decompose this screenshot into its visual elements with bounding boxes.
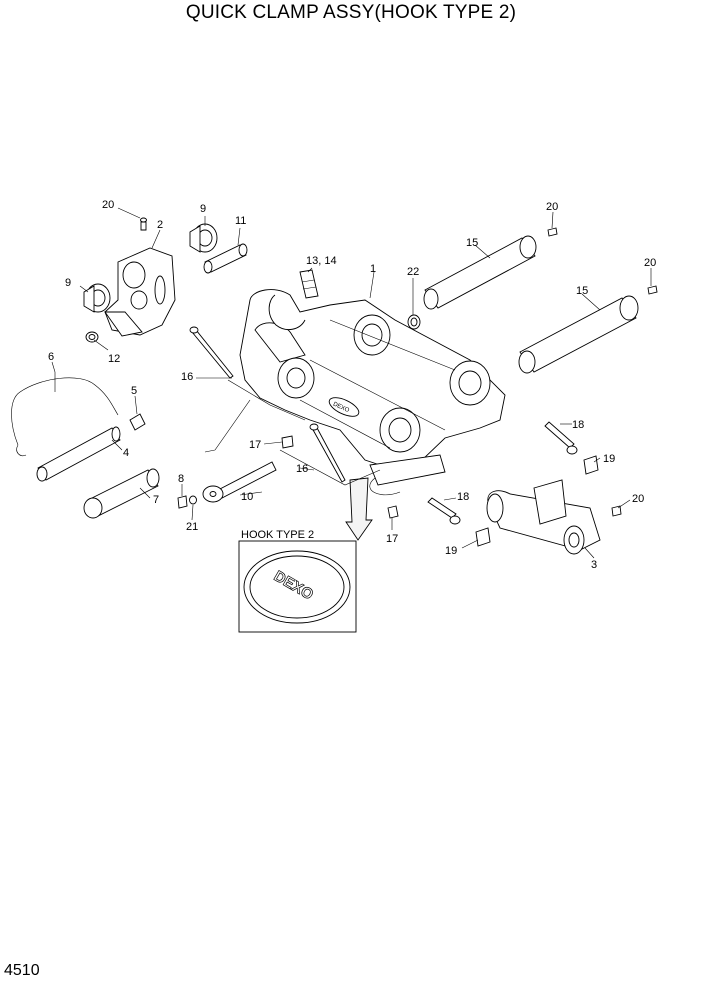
ring-part-22	[407, 314, 421, 330]
bushing-part-9-upper	[189, 223, 218, 253]
callout-4: 4	[123, 447, 129, 459]
sleeve-part-17-lower	[387, 505, 399, 519]
grease-nipple-part-20-upper-pin	[547, 227, 558, 237]
pin-part-15-upper	[423, 235, 537, 310]
callout-16-lower: 16	[296, 463, 308, 475]
ring-part-12	[85, 331, 99, 343]
callout-22: 22	[407, 266, 419, 278]
callout-1: 1	[370, 263, 376, 275]
callout-20-upper-pin: 20	[546, 201, 558, 213]
washer-part-21	[189, 495, 197, 505]
hook-type-inset: HOOK TYPE 2 DEXO	[238, 529, 357, 633]
hook-part-2	[104, 247, 176, 337]
callout-15-upper: 15	[466, 237, 478, 249]
callout-20-lower-pin: 20	[644, 257, 656, 269]
callout-17-lower: 17	[386, 533, 398, 545]
callout-5: 5	[131, 385, 137, 397]
bushing-part-9-lower	[83, 283, 111, 313]
callout-13-14: 13, 14	[306, 255, 337, 267]
rod-part-16-upper	[189, 326, 234, 379]
pin-part-10	[202, 461, 277, 503]
callout-leaders	[51, 207, 652, 559]
bolt-part-18-upper	[544, 421, 578, 455]
elbow-part-19-lower	[475, 527, 491, 547]
rod-part-16-lower	[309, 423, 346, 483]
wire-part-6	[11, 377, 119, 457]
callout-10: 10	[241, 491, 253, 503]
callout-12: 12	[108, 353, 120, 365]
callout-2: 2	[157, 219, 163, 231]
callout-18-lower: 18	[457, 491, 469, 503]
grease-nipple-part-20-hook	[140, 217, 147, 231]
bolt-part-8	[177, 495, 188, 509]
callout-20-hook: 20	[102, 199, 114, 211]
bolt-part-18-lower	[427, 497, 461, 525]
callout-19-lower: 19	[445, 545, 457, 557]
callout-15-lower: 15	[576, 285, 588, 297]
callout-20-cylinder: 20	[632, 493, 644, 505]
grease-nipple-part-20-lower-pin	[647, 285, 658, 295]
clamp-frame-part-1: DEXO	[239, 289, 506, 496]
page-number: 4510	[4, 962, 40, 979]
pin-part-11	[203, 243, 248, 274]
cylinder-part-3	[486, 479, 601, 555]
sleeve-part-17-upper	[281, 435, 294, 449]
callout-9-lower: 9	[65, 277, 71, 289]
callout-11: 11	[235, 215, 246, 227]
callout-17-upper: 17	[249, 439, 261, 451]
pin-part-7	[83, 468, 160, 519]
callout-19-upper: 19	[603, 453, 615, 465]
inset-label: HOOK TYPE 2	[241, 529, 314, 541]
page-title: QUICK CLAMP ASSY(HOOK TYPE 2)	[185, 2, 517, 23]
fitting-part-5	[129, 413, 146, 431]
callout-3: 3	[591, 559, 597, 571]
callout-8: 8	[178, 473, 184, 485]
callout-6: 6	[48, 351, 54, 363]
callout-18-upper: 18	[572, 419, 584, 431]
inset-logo-inner	[249, 555, 345, 619]
callout-7: 7	[153, 494, 159, 506]
clip-part-13-14	[299, 269, 319, 299]
elbow-part-19-upper	[583, 455, 599, 475]
callout-16-upper: 16	[181, 371, 193, 383]
callout-21: 21	[186, 521, 198, 533]
hatched-label-arrow	[345, 477, 373, 541]
callout-numbers: 20 2 9 11 9 12 13, 14 1 22 15 20 20 15 1…	[48, 199, 656, 571]
callout-9-upper: 9	[200, 203, 206, 215]
pin-part-4	[36, 426, 121, 482]
pin-part-15-lower	[518, 295, 639, 374]
grease-nipple-part-20-cylinder	[611, 505, 622, 517]
